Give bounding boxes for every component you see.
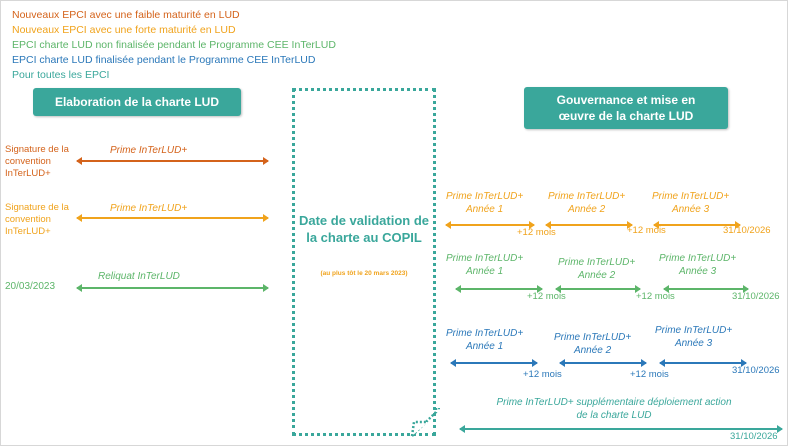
signature-label-faible: Signature de la convention InTerLUD+ (5, 144, 69, 179)
prime-annee3-green: Prime InTerLUD+Année 3 (659, 253, 737, 277)
prime-annee1-orange: Prime InTerLUD+Année 1 (446, 191, 524, 215)
prime-annee3-orange: Prime InTerLUD+Année 3 (652, 191, 730, 215)
end-date-green: 31/10/2026 (732, 291, 780, 302)
end-date-orange: 31/10/2026 (723, 225, 771, 236)
header-gouvernance: Gouvernance et mise en œuvre de la chart… (524, 87, 728, 129)
copil-subtitle: (au plus tôt le 20 mars 2023) (320, 270, 408, 277)
end-date-blue: 31/10/2026 (732, 365, 780, 376)
prime-label-faible: Prime InTerLUD+ (110, 145, 188, 156)
copil-box (292, 88, 436, 436)
legend-item-charte-finalisee: EPCI charte LUD finalisée pendant le Pro… (12, 54, 316, 66)
plus12-blue-1: +12 mois (523, 369, 562, 380)
reliquat-label: Reliquat InTerLUD (98, 271, 180, 282)
legend-item-charte-non-finalisee: EPCI charte LUD non finalisée pendant le… (12, 39, 336, 51)
plus12-blue-2: +12 mois (630, 369, 669, 380)
prime-annee1-blue: Prime InTerLUD+Année 1 (446, 328, 524, 352)
header-elaboration: Elaboration de la charte LUD (33, 88, 241, 116)
start-date: 20/03/2023 (5, 281, 56, 292)
legend-item-forte-maturite: Nouveaux EPCI avec une forte maturité en… (12, 24, 236, 36)
prime-label-forte: Prime InTerLUD+ (110, 203, 188, 214)
legend-item-faible-maturite: Nouveaux EPCI avec une faible maturité e… (12, 9, 240, 21)
end-date-supplementaire: 31/10/2026 (730, 431, 778, 442)
legend-item-toutes-epci: Pour toutes les EPCI (12, 69, 110, 81)
prime-annee3-blue: Prime InTerLUD+Année 3 (655, 325, 733, 349)
plus12-green-2: +12 mois (636, 291, 675, 302)
plus12-green-1: +12 mois (527, 291, 566, 302)
copil-fold-corner (410, 408, 440, 437)
prime-annee2-green: Prime InTerLUD+Année 2 (558, 257, 636, 281)
prime-annee2-orange: Prime InTerLUD+Année 2 (548, 191, 626, 215)
signature-label-forte: Signature de la convention InTerLUD+ (5, 202, 69, 237)
plus12-orange-1: +12 mois (517, 227, 556, 238)
prime-annee1-green: Prime InTerLUD+Année 1 (446, 253, 524, 277)
prime-annee2-blue: Prime InTerLUD+Année 2 (554, 332, 632, 356)
prime-supplementaire-label: Prime InTerLUD+ supplémentaire déploieme… (496, 397, 732, 421)
plus12-orange-2: +12 mois (627, 225, 666, 236)
copil-title: Date de validation de la charte au COPIL (298, 213, 430, 245)
